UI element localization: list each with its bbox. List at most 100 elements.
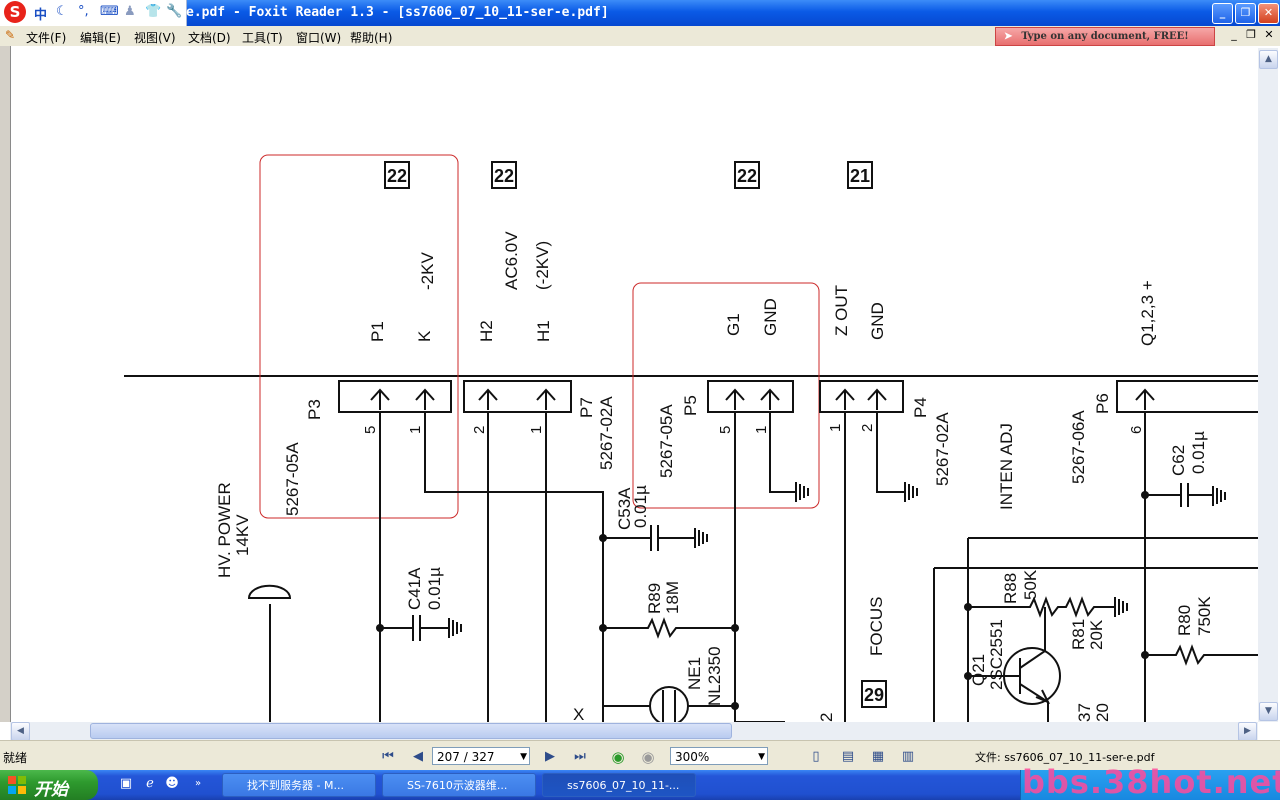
taskbar: 开始 ▣ ℯ ☻ » 找不到服务器 - M... SS-7610示波器维... …	[0, 770, 1280, 800]
quicklaunch-more-icon[interactable]: »	[194, 778, 202, 789]
menu-file[interactable]: 文件(F)	[26, 31, 67, 45]
doc-restore-button[interactable]: ❐	[1246, 28, 1256, 41]
start-button[interactable]: 开始	[0, 770, 98, 800]
tag-29: 29	[864, 685, 884, 705]
connector-p5-part: 5267-05A	[657, 404, 676, 478]
label-x-left: X	[573, 705, 584, 722]
menu-view[interactable]: 视图(V)	[134, 31, 176, 45]
qq-icon[interactable]: ☻	[165, 776, 179, 791]
connector-p7-part: 5267-02A	[597, 396, 616, 470]
previous-page-icon[interactable]: ◀	[413, 749, 423, 764]
ad-banner[interactable]: ➤ Type on any document, FREE!	[995, 27, 1215, 46]
tag-22-a: 22	[387, 166, 407, 186]
signal-minus-2kv: -2KV	[418, 252, 437, 290]
menu-tools[interactable]: 工具(T)	[242, 31, 283, 45]
menu-document[interactable]: 文档(D)	[188, 31, 231, 45]
punctuation-icon[interactable]: °,	[78, 4, 89, 19]
user-icon[interactable]: ♟	[124, 4, 136, 19]
tag-21: 21	[850, 166, 870, 186]
pin-p7-1: 1	[528, 426, 545, 434]
status-bar: 就绪 ⏮ ◀ 207 / 327 ▼ ▶ ⏭ ◉ ◉ 300% ▼ ▯ ▤ ▦ …	[0, 740, 1280, 771]
menu-help[interactable]: 帮助(H)	[350, 31, 393, 45]
watermark: bbs.38hot.net	[1022, 763, 1280, 801]
pin-p6-6: 6	[1128, 426, 1145, 434]
label-r81: R81	[1069, 619, 1088, 650]
signal-p1: P1	[368, 321, 387, 342]
pin-p4-1: 1	[827, 424, 844, 432]
zoom-field[interactable]: 300% ▼	[670, 747, 768, 765]
label-r88: R88	[1001, 573, 1020, 604]
single-page-icon[interactable]: ▯	[812, 749, 820, 764]
page-number-field[interactable]: 207 / 327 ▼	[432, 747, 530, 765]
label-inten-adj: INTEN ADJ	[997, 423, 1016, 510]
forward-icon[interactable]: ◉	[641, 748, 655, 766]
vertical-scrollbar[interactable]: ▲ ▼	[1258, 48, 1278, 722]
page-dropdown-icon[interactable]: ▼	[520, 752, 527, 762]
connector-p6: P6	[1093, 393, 1112, 414]
minimize-button[interactable]: _	[1212, 3, 1233, 24]
scroll-right-icon[interactable]: ▶	[1238, 722, 1257, 741]
label-c41a-value: 0.01µ	[425, 567, 444, 610]
signal-minus-2kv-paren: (-2KV)	[533, 241, 552, 290]
scroll-up-icon[interactable]: ▲	[1259, 50, 1278, 69]
horizontal-scrollbar[interactable]: ◀ ▶	[10, 722, 1258, 741]
document-view[interactable]: 22 22 22 21 29 P1 K -2KV H2 AC6.0V H1 (-…	[0, 46, 1280, 722]
wrench-icon[interactable]: 🔧	[166, 4, 183, 19]
shirt-icon[interactable]: 👕	[145, 4, 162, 19]
connector-p3: P3	[305, 399, 324, 420]
label-14kv: 14KV	[233, 514, 252, 556]
label-r80: R80	[1175, 605, 1194, 636]
first-page-icon[interactable]: ⏮	[382, 749, 394, 764]
horizontal-scroll-thumb[interactable]	[90, 723, 732, 739]
pin-p3-1: 1	[407, 426, 424, 434]
connector-p6-part: 5267-06A	[1069, 410, 1088, 484]
menu-edit[interactable]: 编辑(E)	[80, 31, 121, 45]
label-c53a: C53A	[615, 487, 634, 530]
menu-window[interactable]: 窗口(W)	[296, 31, 342, 45]
pin-p4-2: 2	[859, 424, 876, 432]
continuous-facing-icon[interactable]: ▥	[901, 749, 915, 764]
ime-chinese-mode[interactable]: 中	[34, 8, 48, 23]
label-r88-value: 50K	[1021, 569, 1040, 600]
signal-q123: Q1,2,3 +	[1138, 280, 1157, 346]
taskbar-item-folder-label: SS-7610示波器维...	[407, 779, 508, 792]
keyboard-icon[interactable]: ⌨	[100, 4, 119, 19]
label-c62-value: 0.01µ	[1189, 431, 1208, 474]
ime-toolbar[interactable]: S 中 ☾ °, ⌨ ♟ 👕 🔧	[0, 0, 187, 26]
page-number-value: 207 / 327	[437, 750, 495, 764]
window-title: e.pdf - Foxit Reader 1.3 - [ss7606_07_10…	[186, 5, 609, 20]
scroll-left-icon[interactable]: ◀	[11, 722, 30, 741]
system-tray	[1020, 770, 1280, 800]
signal-gnd-b: GND	[868, 302, 887, 340]
ie-icon[interactable]: ℯ	[146, 776, 154, 791]
doc-close-button[interactable]: ✕	[1264, 28, 1274, 41]
connector-p4-part: 5267-02A	[933, 412, 952, 486]
signal-z-out: Z OUT	[832, 285, 851, 336]
show-desktop-icon[interactable]: ▣	[119, 776, 133, 791]
back-icon[interactable]: ◉	[611, 748, 625, 766]
close-button[interactable]: ✕	[1258, 3, 1279, 24]
moon-icon[interactable]: ☾	[56, 4, 68, 19]
next-page-icon[interactable]: ▶	[545, 749, 555, 764]
label-c62: C62	[1169, 445, 1188, 476]
sogou-logo-icon[interactable]: S	[4, 1, 26, 23]
taskbar-item-browser[interactable]: 找不到服务器 - M...	[222, 773, 376, 797]
last-page-icon[interactable]: ⏭	[574, 749, 586, 764]
taskbar-item-folder[interactable]: SS-7610示波器维...	[382, 773, 536, 797]
taskbar-item-foxit-label: ss7606_07_10_11-...	[567, 779, 680, 792]
pin-p7-2: 2	[471, 426, 488, 434]
title-bar: S 中 ☾ °, ⌨ ♟ 👕 🔧 e.pdf - Foxit Reader 1.…	[0, 0, 1280, 26]
windows-flag-icon	[8, 776, 26, 794]
ad-arrow-icon: ➤	[1004, 31, 1013, 42]
taskbar-item-foxit[interactable]: ss7606_07_10_11-...	[542, 773, 696, 797]
facing-page-icon[interactable]: ▦	[871, 749, 885, 764]
continuous-page-icon[interactable]: ▤	[841, 749, 855, 764]
scroll-down-icon[interactable]: ▼	[1259, 702, 1278, 721]
zoom-dropdown-icon[interactable]: ▼	[758, 752, 765, 762]
maximize-button[interactable]: ❐	[1235, 3, 1256, 24]
label-hv-power: HV. POWER	[215, 482, 234, 578]
doc-minimize-button[interactable]: _	[1231, 28, 1237, 41]
label-ne1: NE1	[685, 657, 704, 690]
menu-bar: ✎ 文件(F) 编辑(E) 视图(V) 文档(D) 工具(T) 窗口(W) 帮助…	[0, 26, 1280, 47]
schematic-labels: 22 22 22 21 29 P1 K -2KV H2 AC6.0V H1 (-…	[215, 166, 1214, 722]
